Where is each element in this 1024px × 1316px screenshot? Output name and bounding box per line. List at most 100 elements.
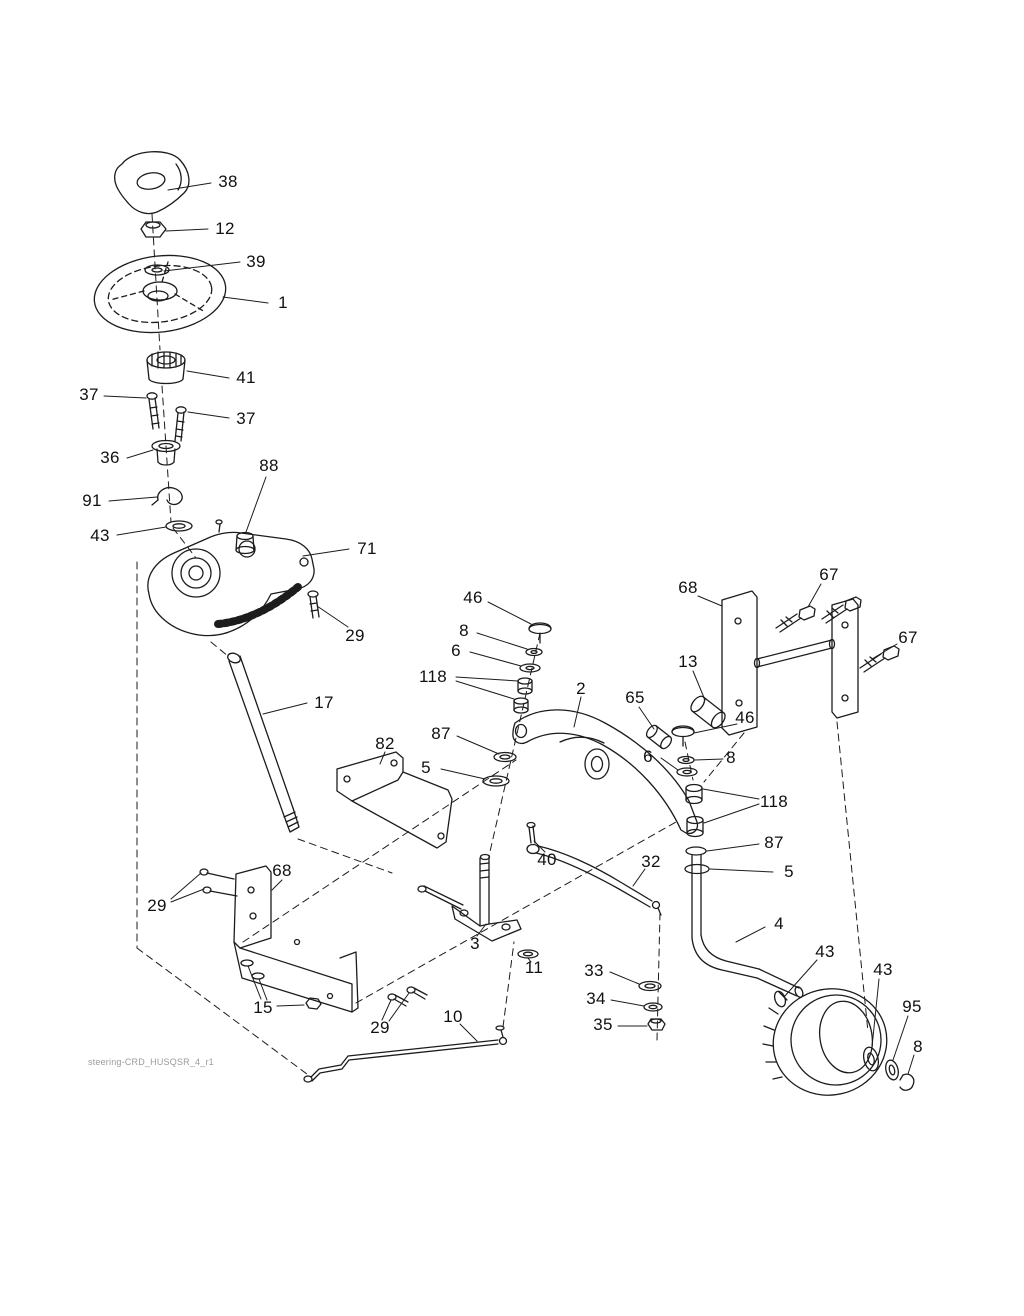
callout-43-3: 43 (873, 960, 893, 979)
callout-46-2: 46 (735, 708, 755, 727)
callout-13: 13 (678, 652, 698, 671)
part-steering-gear-71 (147, 519, 315, 637)
callout-118-2: 118 (759, 792, 789, 811)
part-steering-shaft-17 (227, 652, 300, 833)
callout-43-1: 43 (90, 526, 110, 545)
callout-29-3: 29 (370, 1018, 390, 1037)
part-bushing-118-left-b (513, 697, 529, 714)
callout-37-2: 37 (236, 409, 256, 428)
part-boot-88 (235, 531, 255, 555)
part-bolt-67b (821, 596, 862, 624)
part-spindle-3 (417, 853, 522, 942)
part-bushing-36 (151, 439, 181, 466)
part-cap-38 (114, 151, 190, 215)
callout-67-2: 67 (898, 628, 918, 647)
callout-71: 71 (357, 539, 377, 558)
callout-8-3: 8 (913, 1037, 923, 1056)
callout-12: 12 (215, 219, 235, 238)
part-washer-87-right (685, 846, 707, 856)
callout-29-2: 29 (147, 896, 167, 915)
part-washer-87-left (493, 751, 517, 763)
part-nut-12 (140, 221, 167, 238)
callout-4: 4 (774, 914, 784, 933)
part-screw-37b (174, 406, 187, 442)
part-steering-wheel-1 (93, 254, 227, 334)
part-bolt-67c (859, 645, 900, 673)
callout-8-1: 8 (459, 621, 469, 640)
callout-11: 11 (524, 958, 544, 977)
callout-87-1: 87 (431, 724, 451, 743)
part-washer-43-right-b (862, 1046, 880, 1072)
part-clip-91 (151, 486, 183, 506)
callout-29-1: 29 (345, 626, 365, 645)
part-washer-34 (643, 1002, 663, 1012)
callout-95: 95 (902, 997, 922, 1016)
callout-88: 88 (259, 456, 279, 475)
callout-67-1: 67 (819, 565, 839, 584)
callout-68-1: 68 (678, 578, 698, 597)
callout-2: 2 (576, 679, 586, 698)
part-washer-6-right (676, 767, 698, 777)
callout-17: 17 (314, 693, 334, 712)
alignment-dashes (136, 213, 869, 1078)
callout-46-1: 46 (463, 588, 483, 607)
callout-43-2: 43 (815, 942, 835, 961)
part-bushing-118-left-a (517, 677, 533, 695)
part-adapter-41 (146, 351, 186, 385)
callout-5-1: 5 (421, 758, 431, 777)
part-screws-29-left (199, 868, 238, 897)
part-tie-rod-10 (303, 1025, 508, 1083)
callout-68-2: 68 (272, 861, 292, 880)
callout-37-1: 37 (79, 385, 99, 404)
part-screw-37a (146, 392, 160, 430)
part-screw-29a (307, 590, 320, 619)
part-fasteners-15 (240, 959, 322, 1010)
part-bolts-29-bottom (387, 986, 428, 1007)
callout-1: 1 (278, 293, 288, 312)
part-bracket-68-left (233, 865, 359, 1013)
part-washer-8-left (525, 647, 543, 657)
part-bolt-67a (775, 605, 816, 633)
callout-33: 33 (584, 961, 604, 980)
callout-38: 38 (218, 172, 238, 191)
callout-3: 3 (470, 934, 480, 953)
part-washer-8-right (677, 755, 695, 765)
part-spacer-65 (645, 724, 673, 750)
part-bolt-40 (526, 821, 536, 844)
callout-65: 65 (625, 688, 645, 707)
part-washer-33 (638, 980, 662, 992)
part-spindle-4 (691, 854, 804, 998)
callout-118-1: 118 (418, 667, 448, 686)
part-bushing-118-right-a (685, 783, 703, 805)
callout-34: 34 (586, 989, 606, 1008)
part-drag-link-32 (526, 843, 662, 916)
part-bracket-82 (336, 751, 453, 849)
callout-91: 91 (82, 491, 102, 510)
callout-82: 82 (375, 734, 395, 753)
leader-lines (103, 182, 915, 1075)
part-clip-8-wheel (899, 1073, 915, 1091)
callout-87-2: 87 (764, 833, 784, 852)
part-washer-95 (885, 1059, 899, 1081)
callout-32: 32 (641, 852, 661, 871)
callout-10: 10 (443, 1007, 463, 1026)
callout-8-2: 8 (726, 748, 736, 767)
part-bracket-68-right (721, 590, 859, 736)
callout-36: 36 (100, 448, 120, 467)
callout-6-1: 6 (451, 641, 461, 660)
part-washer-5-left (482, 775, 510, 787)
part-nut-35 (647, 1018, 666, 1031)
part-cap-46-right (671, 725, 695, 747)
callout-15: 15 (253, 998, 273, 1017)
part-cap-46-left (528, 622, 552, 644)
callout-40: 40 (537, 850, 557, 869)
part-wheel (762, 988, 888, 1096)
part-washer-11 (517, 949, 539, 959)
part-axle-beam-2 (512, 709, 699, 835)
part-washer-5-right (684, 863, 710, 875)
callout-5-2: 5 (784, 862, 794, 881)
callout-39: 39 (246, 252, 266, 271)
watermark: steering-CRD_HUSQSR_4_r1 (88, 1057, 214, 1067)
